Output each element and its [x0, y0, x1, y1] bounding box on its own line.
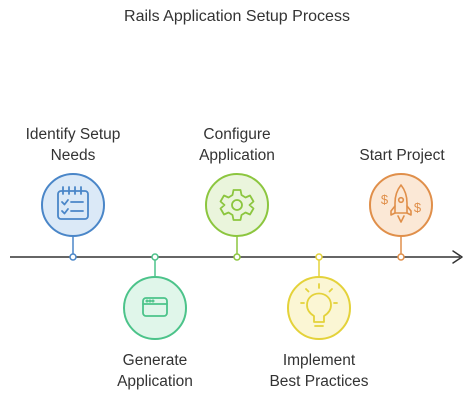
gear-icon	[219, 189, 255, 221]
diagram-title: Rails Application Setup Process	[124, 8, 350, 25]
step-label-line: Configure	[203, 126, 271, 143]
step-circle	[369, 173, 433, 237]
step-label-start-project: Start Project	[332, 145, 472, 166]
step-label-identify-setup-needs: Identify Setup Needs	[3, 124, 143, 166]
timeline-arrowhead	[452, 250, 463, 264]
step-circle	[287, 276, 351, 340]
step-circle	[123, 276, 187, 340]
timeline-node	[315, 253, 323, 261]
step-label-line: Identify Setup	[25, 126, 121, 143]
timeline-node	[69, 253, 77, 261]
step-label-line: Application	[199, 147, 275, 164]
step-start-project: $ $	[369, 173, 433, 261]
step-circle	[205, 173, 269, 237]
step-label-line: Generate	[122, 352, 188, 369]
timeline-node	[151, 253, 159, 261]
step-identify-setup-needs	[41, 173, 105, 261]
step-label-line: Needs	[50, 147, 96, 164]
step-configure-application	[205, 173, 269, 261]
step-label-line: Best Practices	[269, 373, 369, 390]
lightbulb-icon	[300, 283, 338, 327]
rocket-dollar-icon: $ $	[381, 184, 422, 223]
step-implement-best-practices	[287, 253, 351, 340]
step-label-line: Start Project	[359, 147, 445, 164]
browser-window-icon	[142, 297, 168, 317]
svg-text:$: $	[414, 200, 422, 215]
step-generate-application	[123, 253, 187, 340]
timeline-node	[233, 253, 241, 261]
step-label-implement-best-practices: Implement Best Practices	[249, 350, 389, 392]
timeline-node	[397, 253, 405, 261]
svg-text:$: $	[381, 192, 389, 207]
step-label-line: Implement	[282, 352, 356, 369]
step-label-line: Application	[117, 373, 193, 390]
checklist-icon	[57, 186, 89, 220]
step-label-generate-application: Generate Application	[85, 350, 225, 392]
step-label-configure-application: Configure Application	[167, 124, 307, 166]
step-circle	[41, 173, 105, 237]
